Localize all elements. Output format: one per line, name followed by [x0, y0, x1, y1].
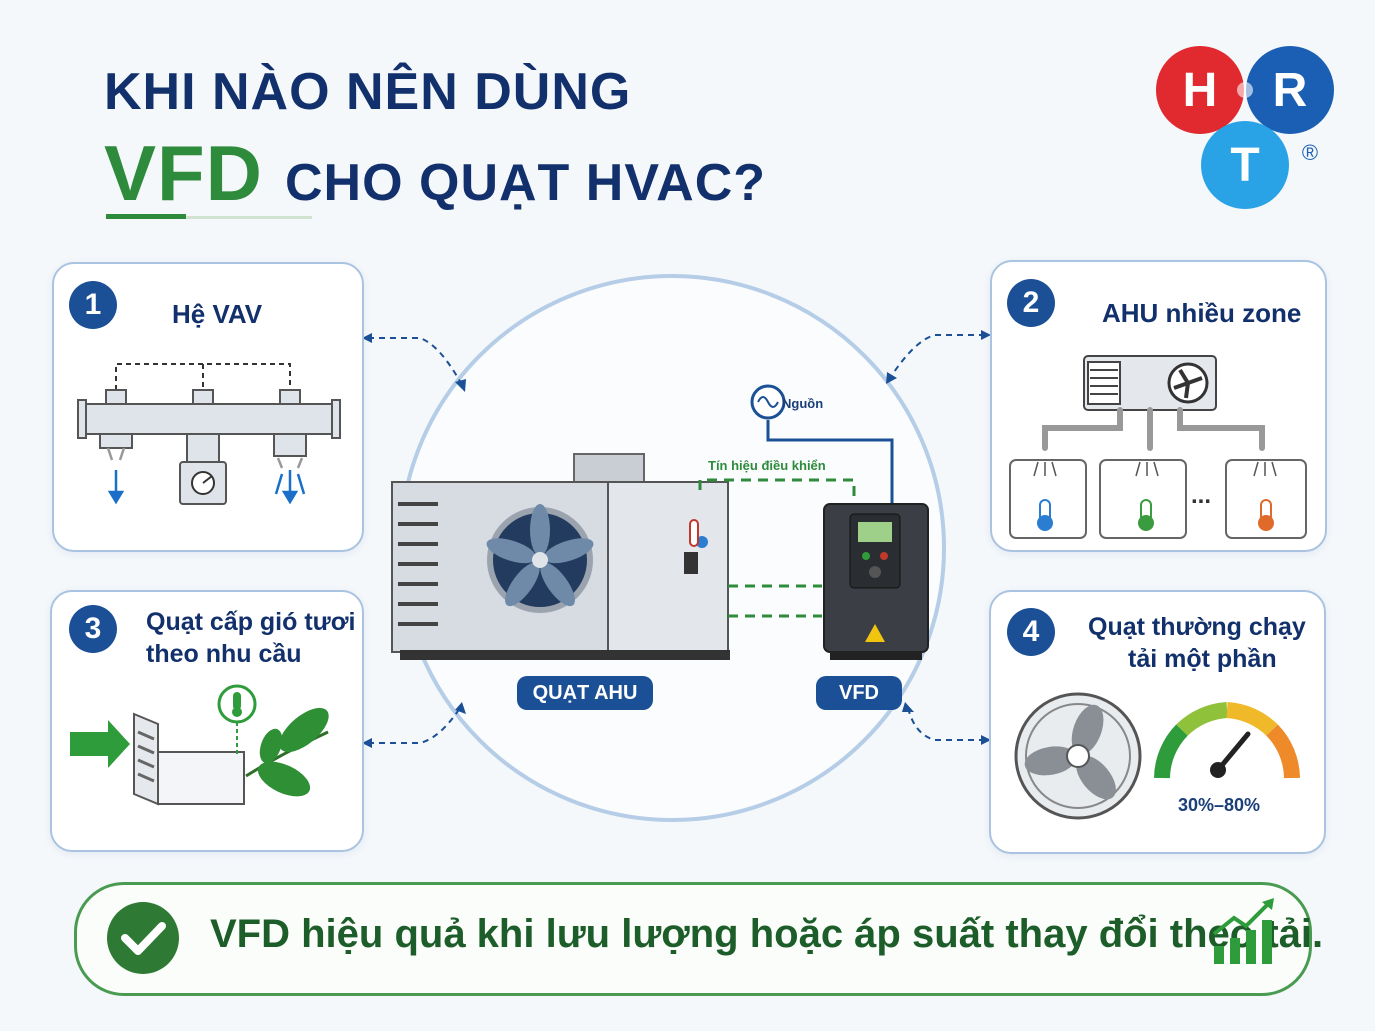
- card-title-fresh-air-2: theo nhu cầu: [146, 640, 302, 668]
- power-source-label: Nguồn: [782, 396, 824, 411]
- zone-ellipsis: ...: [1191, 482, 1212, 509]
- hrt-logo: H R T ®: [1156, 46, 1334, 209]
- card-title-partial-load-1: Quạt thường chạy: [1088, 613, 1306, 641]
- fan-gauge-illustration: [1014, 692, 1300, 820]
- ahu-label: QUẠT AHU: [517, 676, 653, 710]
- footer-message: VFD hiệu quả khi lưu lượng hoặc áp suất …: [210, 912, 1324, 956]
- growth-chart-icon: [1212, 898, 1274, 964]
- logo-letter-h: H: [1183, 64, 1218, 117]
- title-underline-accent: [106, 214, 186, 219]
- logo-letter-r: R: [1273, 64, 1308, 117]
- gauge-range-label: 30%–80%: [1178, 795, 1261, 815]
- multizone-illustration: [1009, 355, 1307, 539]
- card-title-fresh-air-1: Quạt cấp gió tươi: [146, 608, 356, 636]
- card-number-2: 2: [1007, 279, 1055, 327]
- ahu-vfd-illustration: [391, 384, 929, 660]
- logo-registered: ®: [1302, 140, 1318, 165]
- vav-duct-illustration: [77, 363, 341, 505]
- check-icon: [107, 902, 179, 974]
- card-number-3: 3: [69, 605, 117, 653]
- title-underline: [106, 216, 312, 219]
- card-title-partial-load-2: tải một phần: [1128, 645, 1277, 673]
- control-signal-label: Tín hiệu điều khiển: [708, 458, 826, 473]
- card-title-ahu-multizone: AHU nhiều zone: [1102, 298, 1302, 328]
- card-number-4: 4: [1007, 608, 1055, 656]
- page-title-line1: KHI NÀO NÊN DÙNG: [104, 63, 632, 121]
- title-highlight: VFD: [104, 129, 263, 217]
- title-rest: CHO QUẠT HVAC?: [285, 154, 767, 212]
- card-title-vav: Hệ VAV: [172, 299, 263, 329]
- card-number-1: 1: [69, 281, 117, 329]
- fresh-air-illustration: [70, 684, 329, 806]
- page-title-line2: VFD CHO QUẠT HVAC?: [104, 128, 766, 219]
- footer-banner: [74, 882, 1312, 996]
- vfd-label: VFD: [816, 676, 902, 710]
- logo-letter-t: T: [1230, 139, 1259, 192]
